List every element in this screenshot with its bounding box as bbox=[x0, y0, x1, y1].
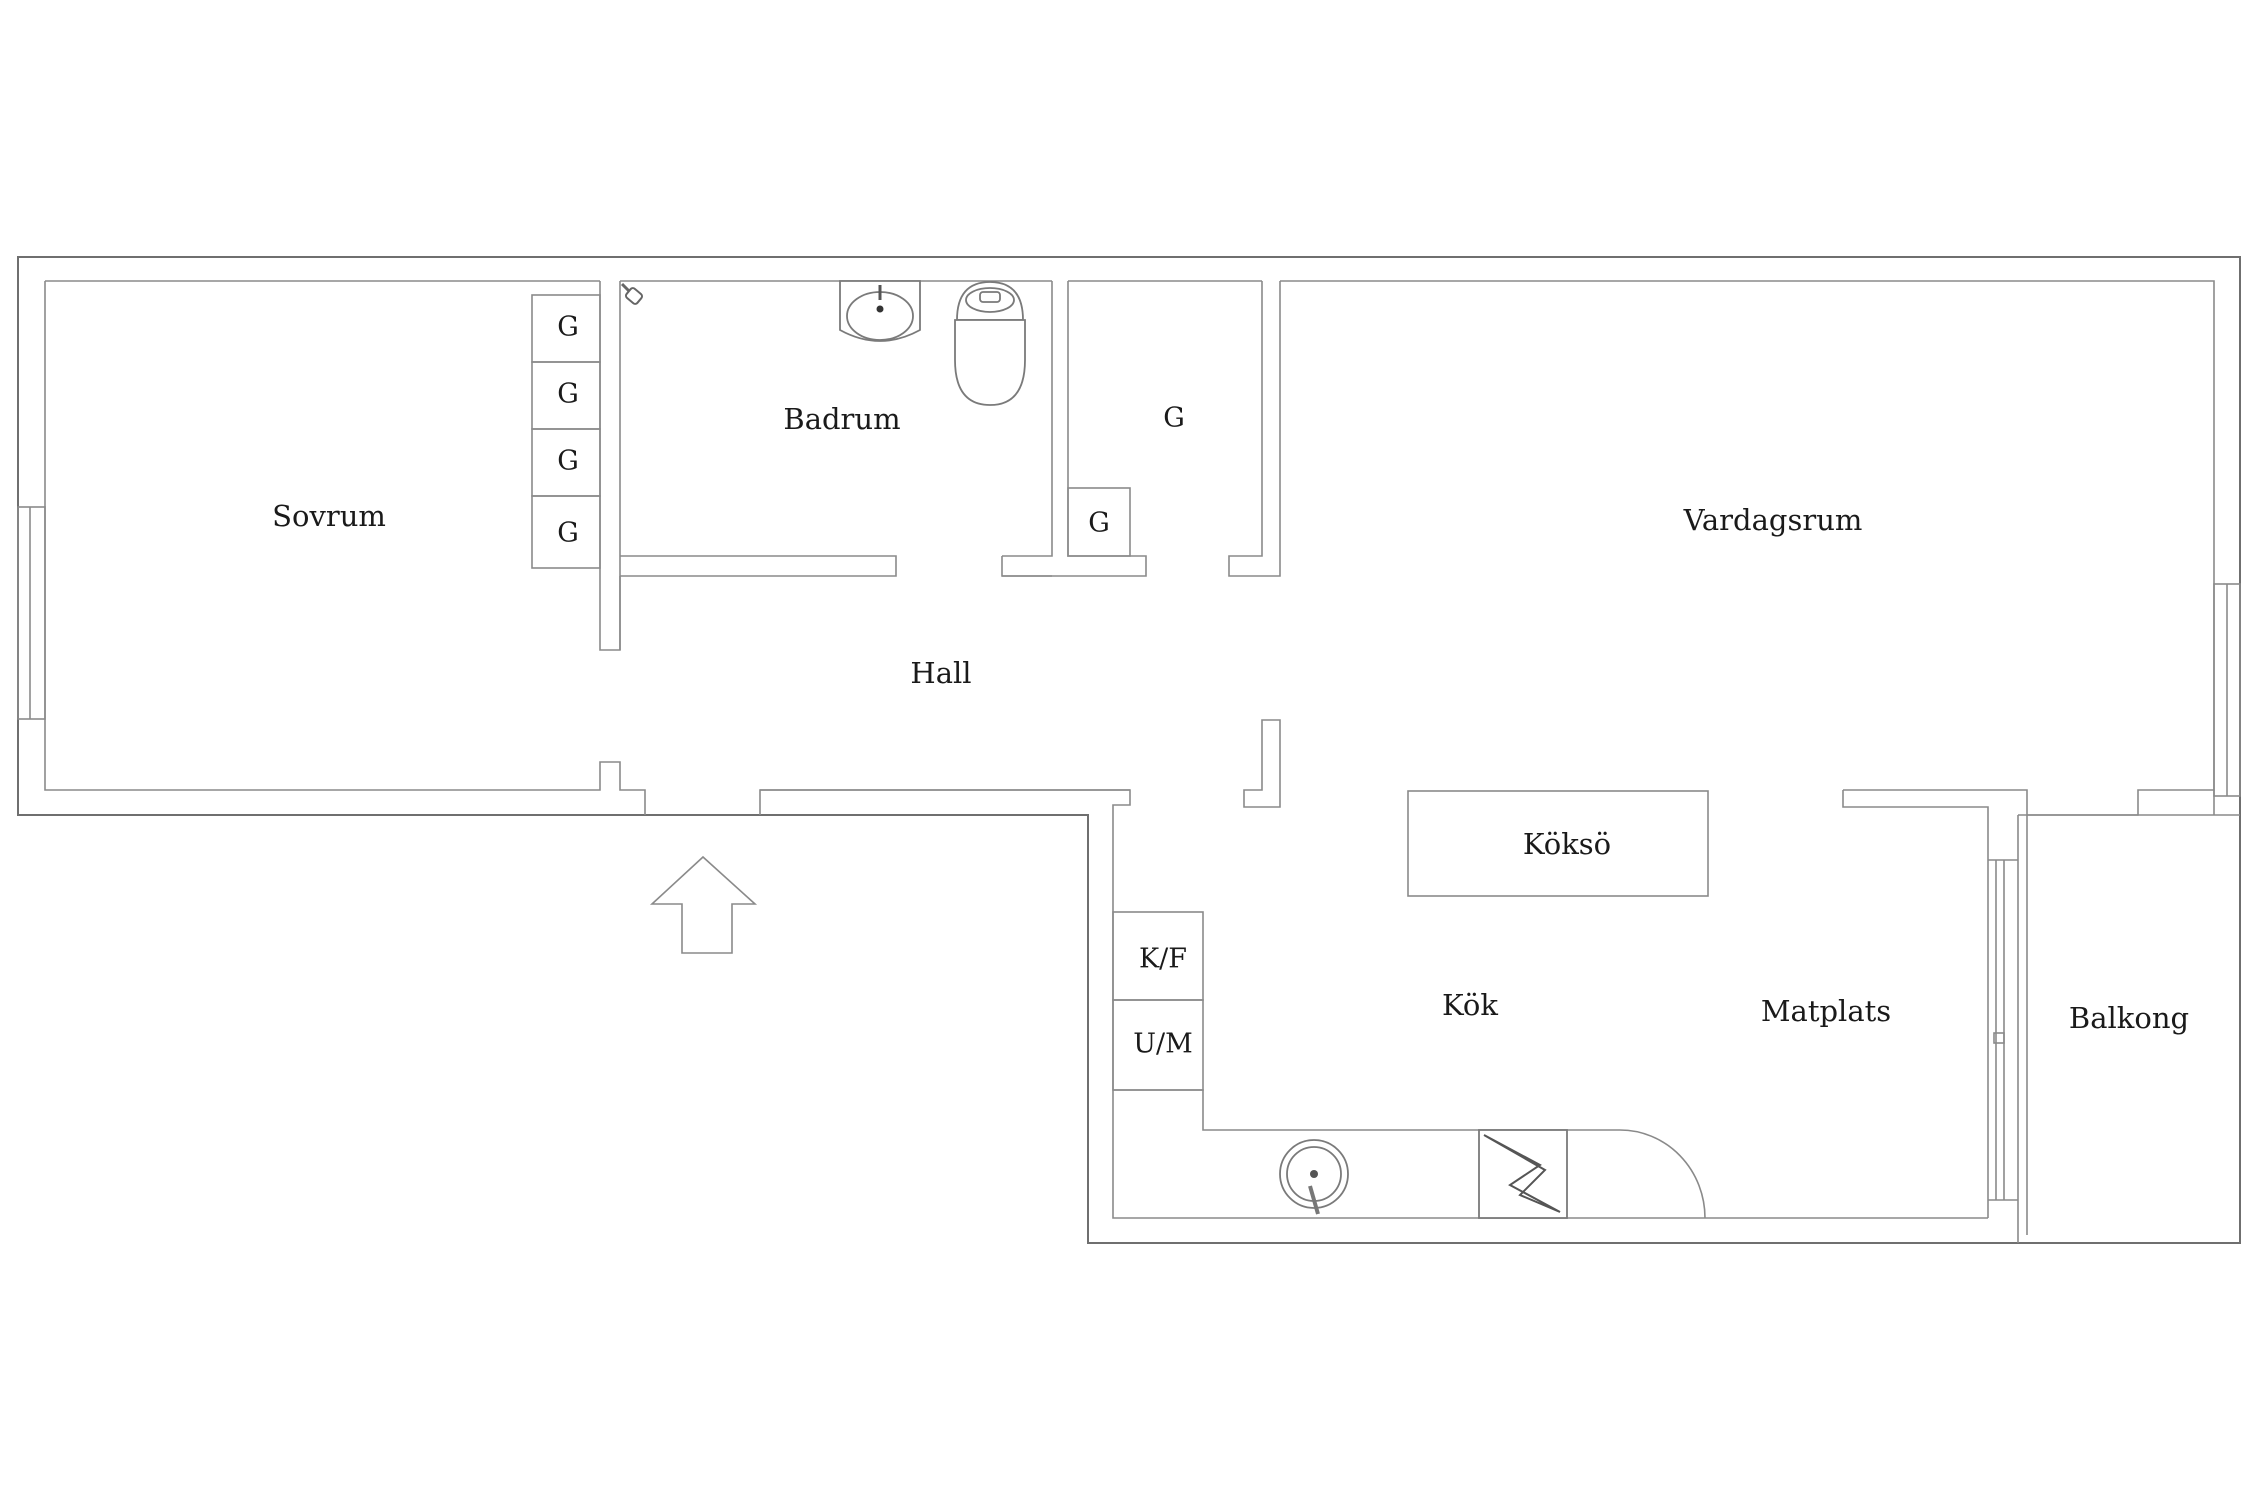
kitchen-sink-icon bbox=[1279, 1139, 1349, 1215]
appliance-labels: K/F U/M bbox=[1133, 944, 1193, 1060]
closet-label: G bbox=[1088, 508, 1110, 539]
toilet-icon bbox=[954, 281, 1026, 406]
fridge-freezer-label: K/F bbox=[1139, 944, 1187, 975]
outer-walls bbox=[17, 256, 2241, 1244]
entrance-arrow-icon bbox=[649, 855, 758, 954]
closet-label: G bbox=[1163, 403, 1185, 434]
room-label-kok: Kök bbox=[1442, 988, 1498, 1022]
small-closet bbox=[1067, 487, 1131, 557]
oven-microwave-label: U/M bbox=[1133, 1029, 1193, 1060]
room-label-hall: Hall bbox=[910, 656, 971, 690]
bathroom-sink-icon bbox=[839, 280, 921, 342]
kitchen-appliances bbox=[1112, 911, 1706, 1219]
windows bbox=[17, 506, 2241, 797]
closet-label: G bbox=[557, 518, 579, 549]
room-label-matplats: Matplats bbox=[1761, 994, 1891, 1028]
closet-label: G bbox=[557, 379, 579, 410]
room-labels: Sovrum Badrum Hall Vardagsrum Köksö Kök … bbox=[272, 402, 2189, 1035]
closet-label: G bbox=[557, 312, 579, 343]
room-label-koksoe: Köksö bbox=[1523, 827, 1611, 861]
room-label-balkong: Balkong bbox=[2069, 1001, 2189, 1035]
kitchen-island bbox=[1407, 790, 1709, 897]
closet-labels: G G G G G G bbox=[557, 312, 1185, 549]
room-label-badrum: Badrum bbox=[783, 402, 900, 436]
stove-icon bbox=[1478, 1129, 1568, 1219]
shower-head-icon bbox=[620, 282, 643, 305]
bedroom-wardrobes bbox=[531, 294, 601, 569]
closet-label: G bbox=[557, 446, 579, 477]
interior-walls bbox=[599, 281, 2240, 1243]
room-label-sovrum: Sovrum bbox=[272, 499, 386, 533]
room-label-vardagsrum: Vardagsrum bbox=[1683, 503, 1863, 537]
